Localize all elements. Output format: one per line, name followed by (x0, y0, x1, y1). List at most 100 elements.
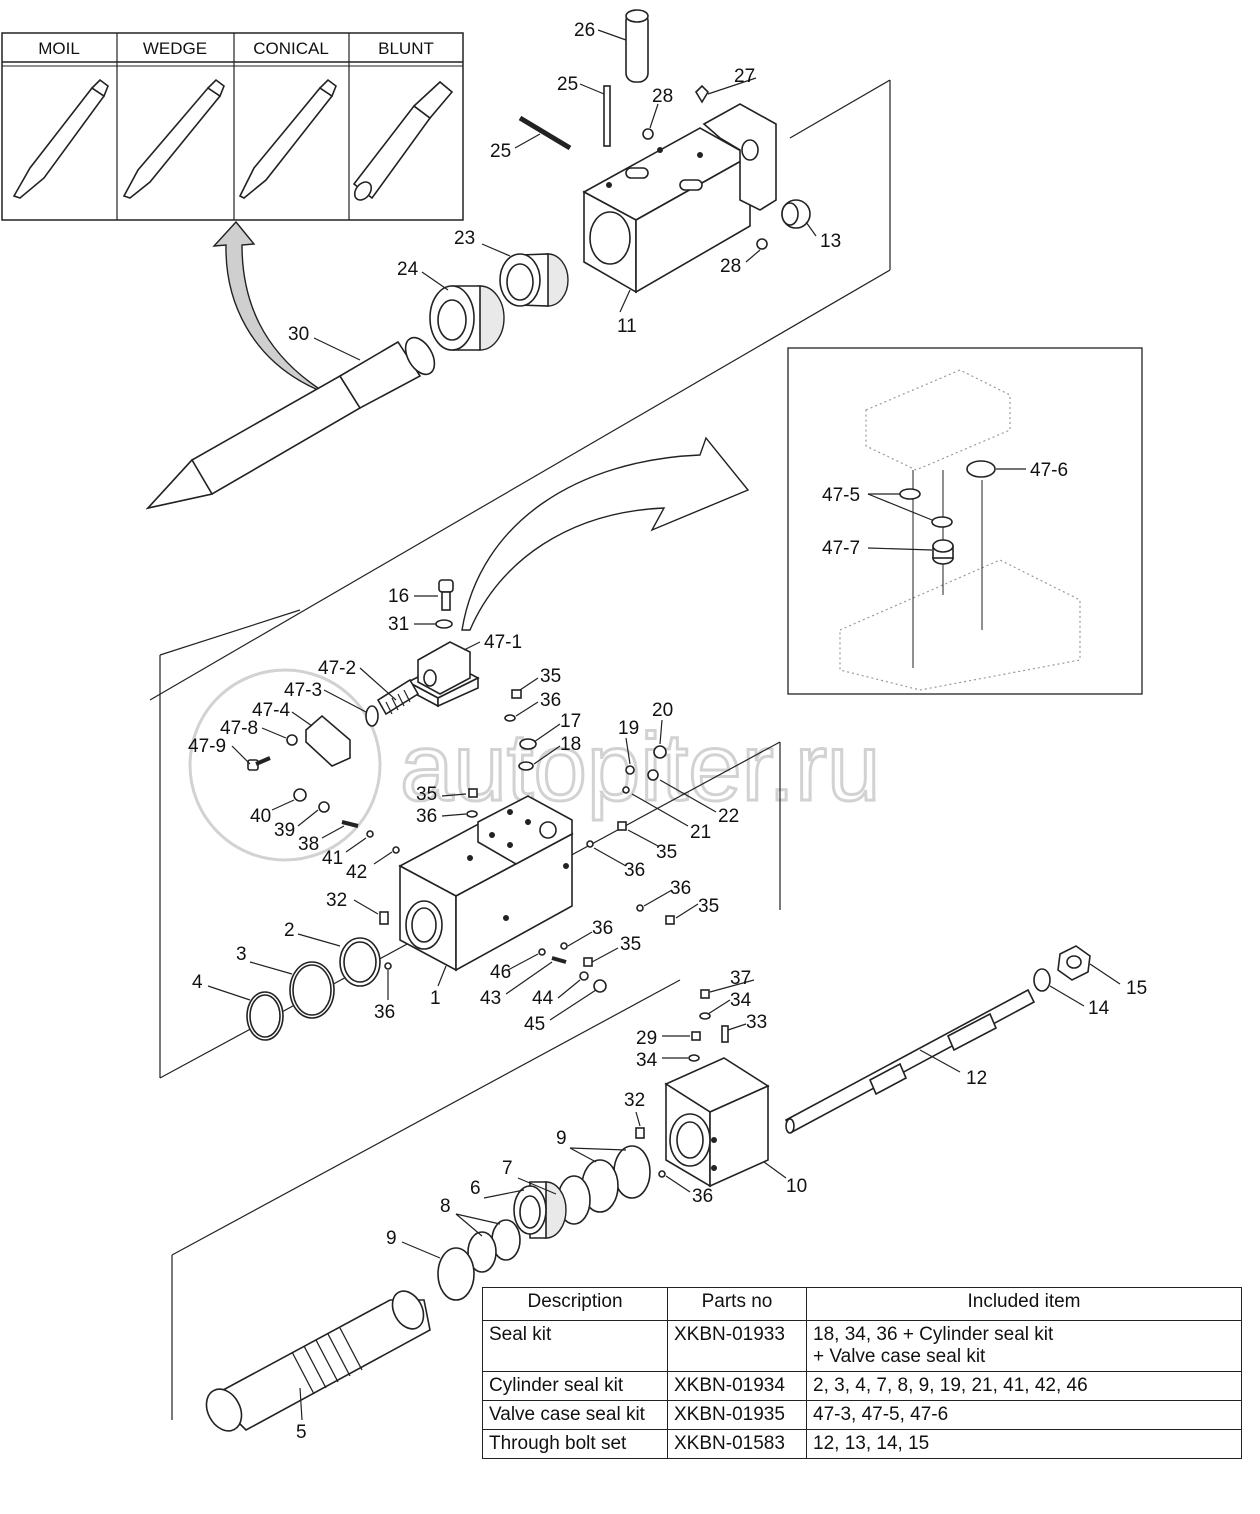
part-28-plug-lower (756, 238, 768, 250)
watermark-text: autopiter.ru (400, 714, 880, 821)
tool-conical-label: CONICAL (253, 39, 329, 58)
part-35-plug-a (511, 689, 522, 699)
part-15-nut (1057, 945, 1091, 981)
label-13: 13 (820, 231, 841, 252)
part-10-back-head (664, 1057, 770, 1188)
label-44: 44 (532, 988, 554, 1009)
part-30-chisel (145, 336, 436, 510)
table-row: Seal kit XKBN-01933 18, 34, 36 + Cylinde… (482, 1320, 1242, 1372)
label-47-6: 47-6 (1030, 460, 1068, 481)
label-47-4: 47-4 (252, 700, 290, 721)
label-25-lower: 25 (490, 141, 511, 162)
label-47-3: 47-3 (284, 680, 322, 701)
label-11: 11 (617, 316, 637, 337)
label-41: 41 (322, 848, 343, 869)
part-47-5-oring-a (899, 488, 921, 500)
label-21: 21 (690, 822, 711, 843)
label-39: 39 (274, 820, 295, 841)
curved-arrow-to-tools (212, 220, 319, 392)
label-45: 45 (524, 1014, 545, 1035)
part-8-ring-b (467, 1231, 497, 1273)
label-24: 24 (397, 259, 419, 280)
label-37: 37 (730, 968, 751, 989)
header-included-item: Included item (806, 1287, 1242, 1321)
label-19: 19 (618, 718, 639, 739)
part-39-washer (318, 801, 330, 813)
wedge-chisel-icon (122, 78, 225, 199)
part-42-oring (392, 846, 400, 854)
header-parts-no: Parts no (667, 1287, 807, 1321)
label-28-lower: 28 (720, 256, 741, 277)
label-33: 33 (746, 1012, 767, 1033)
part-16-bolt (438, 579, 454, 611)
part-37-plug (700, 989, 710, 999)
part-6-seal-retainer (513, 1181, 567, 1239)
tool-type-box: MOIL WEDGE CONICAL BLUNT (1, 32, 464, 221)
part-36-oring-e (384, 962, 392, 970)
part-20-plug (653, 745, 667, 759)
label-31: 31 (388, 614, 409, 635)
part-47-8-washer (286, 734, 298, 746)
part-47-6-oring (966, 460, 996, 478)
part-25-rod-vertical (603, 85, 611, 147)
leader-lines (207, 29, 1121, 1421)
label-15: 15 (1126, 978, 1147, 999)
moil-chisel-icon (12, 78, 109, 199)
part-18-oring (518, 761, 534, 771)
label-35-b: 35 (416, 784, 437, 805)
table-row: Cylinder seal kit XKBN-01934 2, 3, 4, 7,… (482, 1371, 1242, 1401)
label-36-e: 36 (374, 1002, 395, 1023)
label-47-7: 47-7 (822, 538, 860, 559)
label-1: 1 (430, 988, 441, 1009)
curved-arrow-to-detail (461, 436, 750, 631)
row-included-item: 18, 34, 36 + Cylinder seal kit + Valve c… (806, 1320, 1242, 1372)
label-29: 29 (636, 1028, 657, 1049)
label-36-b: 36 (416, 806, 437, 827)
part-47-3-oring (365, 705, 379, 727)
label-4: 4 (192, 972, 203, 993)
part-36-oring-a (504, 714, 516, 722)
part-47-4-plate (305, 714, 351, 767)
part-29-plug (691, 1031, 701, 1041)
part-36-oring-b (466, 810, 478, 818)
row-description: Through bolt set (482, 1429, 668, 1459)
label-3: 3 (236, 944, 247, 965)
part-14-washer (1033, 968, 1051, 992)
part-38-screw (341, 820, 359, 828)
row-parts-no: XKBN-01583 (667, 1429, 807, 1459)
part-19-oring (625, 765, 635, 775)
part-23-bush (499, 253, 569, 307)
part-11-front-head (582, 103, 777, 294)
label-9-upper: 9 (556, 1128, 567, 1149)
tool-moil-label: MOIL (38, 39, 80, 58)
label-36-a: 36 (540, 690, 561, 711)
label-42: 42 (346, 862, 367, 883)
row-included-item: 47-3, 47-5, 47-6 (806, 1400, 1242, 1430)
label-26: 26 (574, 20, 595, 41)
part-21-oring (622, 786, 630, 794)
part-32-pin-b (635, 1127, 645, 1139)
part-1-cylinder (398, 795, 574, 972)
label-27: 27 (734, 66, 755, 87)
label-28-upper: 28 (652, 86, 673, 107)
label-40: 40 (250, 806, 271, 827)
label-32-b: 32 (624, 1090, 645, 1111)
label-47-1: 47-1 (484, 632, 522, 653)
part-47-7-plug (932, 539, 954, 565)
part-5-piston (205, 1290, 431, 1432)
label-30: 30 (288, 324, 309, 345)
row-parts-no: XKBN-01935 (667, 1400, 807, 1430)
label-10: 10 (786, 1176, 807, 1197)
part-31-washer (435, 619, 453, 629)
part-35-plug-b (468, 788, 478, 798)
part-9-ring-a (613, 1145, 651, 1199)
part-36-oring-d (636, 904, 644, 912)
part-34-oring-b (688, 1054, 700, 1062)
kit-table: Description Parts no Included item Seal … (482, 1287, 1242, 1459)
part-9-ring-c (437, 1247, 475, 1301)
label-36-f: 36 (592, 918, 613, 939)
part-45-plug (593, 979, 607, 993)
part-12-through-bolt (784, 988, 1036, 1134)
part-4-ring (246, 991, 284, 1041)
